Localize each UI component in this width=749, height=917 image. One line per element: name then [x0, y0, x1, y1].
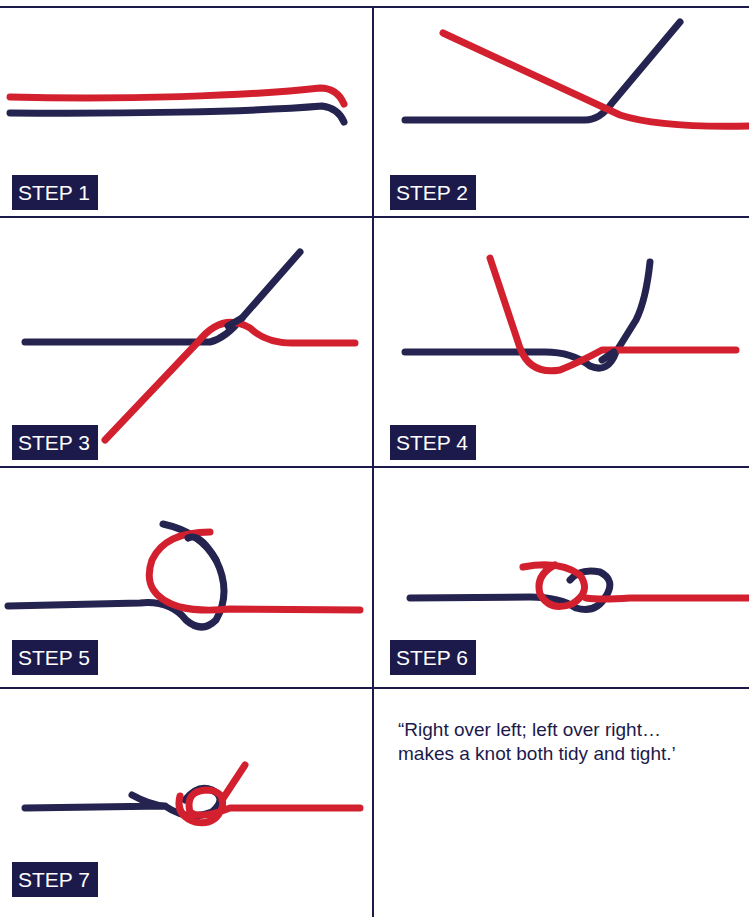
step-text: STEP 3 — [18, 431, 90, 454]
step-label: STEP 5 — [12, 640, 98, 675]
step-text: STEP 5 — [18, 646, 90, 669]
step-label: STEP 6 — [390, 640, 476, 675]
step-text: STEP 7 — [18, 868, 90, 891]
step-label: STEP 2 — [390, 175, 476, 210]
step-text: STEP 2 — [396, 181, 468, 204]
step-label: STEP 7 — [12, 862, 98, 897]
grid-lines — [0, 7, 749, 917]
step-text: STEP 1 — [18, 181, 90, 204]
step-label: STEP 3 — [12, 425, 98, 460]
step-text: STEP 6 — [396, 646, 468, 669]
step-label: STEP 1 — [12, 175, 98, 210]
step-label: STEP 4 — [390, 425, 476, 460]
rhyme-note: “Right over left; left over right… makes… — [398, 718, 718, 766]
step-text: STEP 4 — [396, 431, 468, 454]
